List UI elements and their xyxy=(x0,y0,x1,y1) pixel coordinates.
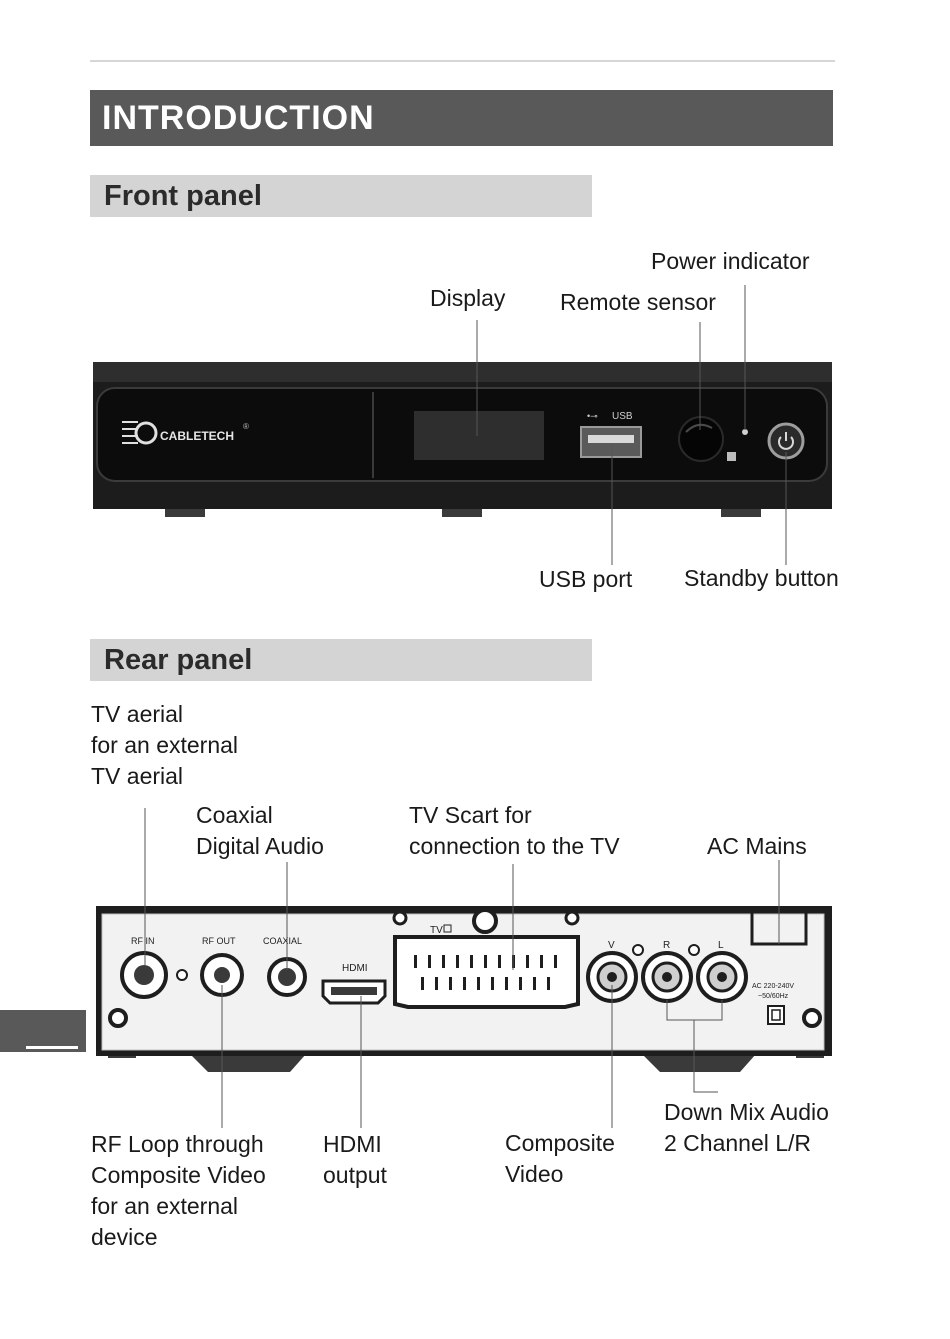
remote-sensor-badge-icon xyxy=(727,452,736,461)
label-power-indicator: Power indicator xyxy=(651,248,810,274)
port-label-l: L xyxy=(718,940,724,951)
screw-icon xyxy=(108,1008,128,1028)
label-usb-port: USB port xyxy=(539,566,633,592)
page-title: INTRODUCTION xyxy=(90,90,833,146)
screw-icon xyxy=(472,908,498,934)
scart-connector[interactable] xyxy=(393,935,580,1009)
screw-icon xyxy=(632,944,644,956)
screw-icon xyxy=(802,1008,822,1028)
tv-mark-icon xyxy=(443,924,452,933)
label-rf-loop: RF Loop through Composite Video for an e… xyxy=(91,1131,266,1250)
rf-in-pin xyxy=(134,965,154,985)
port-label-rf-out: RF OUT xyxy=(202,936,236,946)
power-icon xyxy=(778,432,794,450)
rca-audio-right-pin xyxy=(662,972,672,982)
brand-text: CABLETECH xyxy=(160,429,234,443)
leader-down-mix xyxy=(666,1000,723,1093)
port-label-v: V xyxy=(608,940,615,951)
class-ii-symbol-icon xyxy=(767,1005,785,1025)
label-display: Display xyxy=(430,285,506,311)
label-tv-aerial: TV aerial for an external TV aerial xyxy=(91,701,239,789)
power-indicator-led xyxy=(742,429,748,435)
ac-rating-line-1: AC 220-240V xyxy=(752,983,794,990)
rca-video-pin xyxy=(607,972,617,982)
page-side-tab-mark xyxy=(26,1046,78,1049)
page-side-tab xyxy=(0,1010,86,1052)
label-composite-video: Composite Video xyxy=(505,1130,615,1187)
rear-panel-illustration: RF IN RF OUT COAXIAL HDMI TV V R L AC 22… xyxy=(96,808,832,1128)
usb-symbol-icon: •⊸ xyxy=(587,411,598,421)
rca-audio-left-pin xyxy=(717,972,727,982)
remote-sensor-window xyxy=(678,416,724,462)
port-label-rf-in: RF IN xyxy=(131,936,155,946)
screw-icon xyxy=(688,944,700,956)
port-label-coaxial: COAXIAL xyxy=(263,936,302,946)
label-standby-button: Standby button xyxy=(684,565,839,591)
screw-icon xyxy=(564,910,580,926)
rear-panel-heading: Rear panel xyxy=(90,639,592,681)
port-label-tv: TV xyxy=(430,925,443,936)
brand-registered-mark: ® xyxy=(243,422,249,431)
front-panel-heading: Front panel xyxy=(90,175,592,217)
cabletech-logo-icon xyxy=(122,421,158,445)
label-remote-sensor: Remote sensor xyxy=(560,289,716,315)
label-coaxial: Coaxial Digital Audio xyxy=(196,802,324,859)
device-foot xyxy=(190,1054,306,1072)
front-panel-illustration: CABLETECH ® •⊸ USB xyxy=(93,285,832,565)
label-hdmi-output: HDMI output xyxy=(323,1131,387,1188)
usb-mark-text: USB xyxy=(612,411,633,422)
coaxial-pin xyxy=(278,968,296,986)
port-label-r: R xyxy=(663,940,670,951)
label-tv-scart: TV Scart for connection to the TV xyxy=(409,802,620,859)
top-rule xyxy=(90,60,835,62)
front-display xyxy=(414,411,544,460)
screw-icon xyxy=(392,910,408,926)
remote-sensor-highlight xyxy=(685,423,713,433)
rf-out-pin xyxy=(214,967,230,983)
usb-port-tongue xyxy=(588,435,634,443)
device-foot xyxy=(642,1054,756,1072)
screw-icon xyxy=(176,969,188,981)
label-ac-mains: AC Mains xyxy=(707,833,807,859)
label-down-mix-audio: Down Mix Audio 2 Channel L/R xyxy=(664,1099,829,1156)
device-top-edge xyxy=(93,362,832,382)
ac-rating-line-2: ~50/60Hz xyxy=(758,993,789,1000)
port-label-hdmi: HDMI xyxy=(342,963,368,974)
hdmi-port-pins xyxy=(331,987,377,995)
